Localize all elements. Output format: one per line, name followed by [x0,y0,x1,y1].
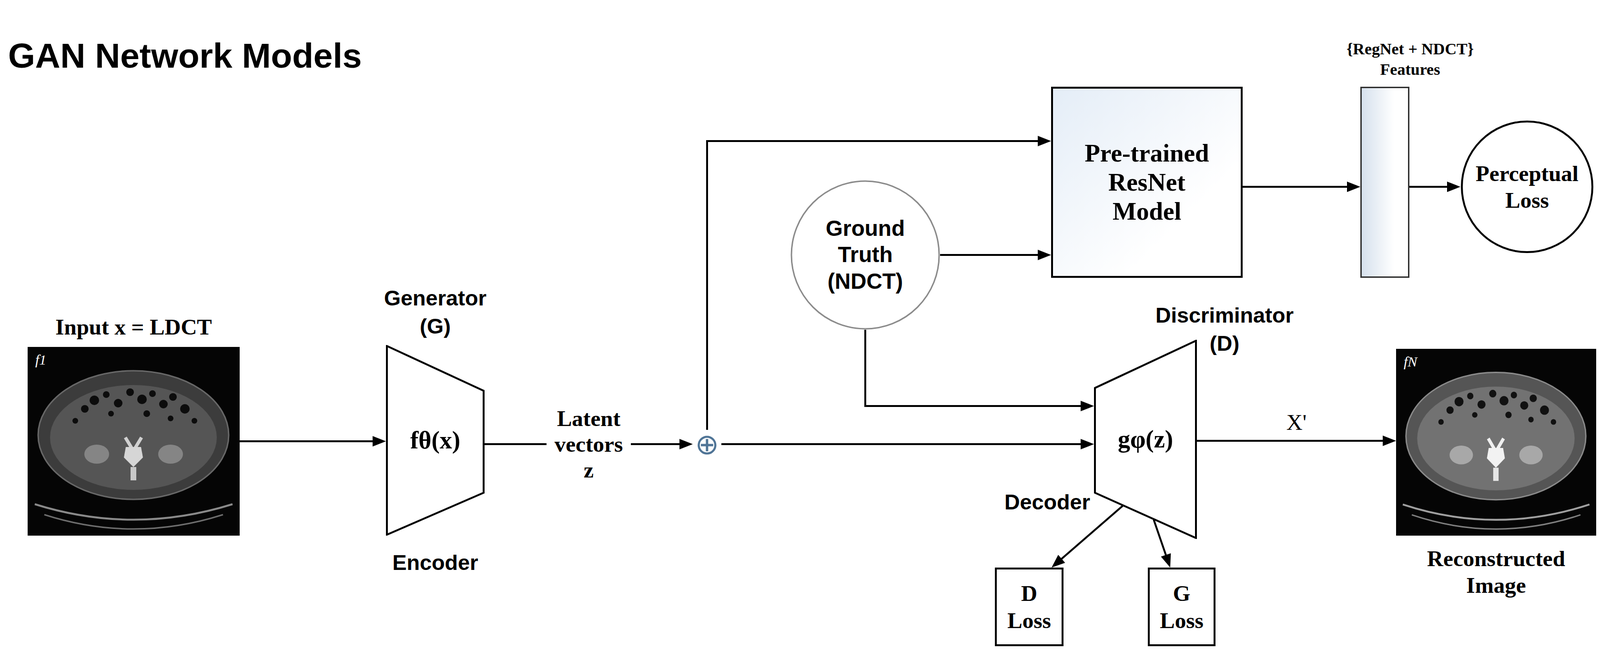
connector-line [721,443,1084,446]
connector [1409,181,1461,193]
connector-line [1196,439,1386,442]
arrowhead [1382,435,1397,446]
connector [1242,181,1361,193]
connector [940,249,1052,261]
discriminator-decoder: Discriminator (D)gφ(z)Decoder [1093,339,1197,539]
ground-truth-circle: Ground Truth (NDCT) [790,180,941,330]
arrowhead [1080,400,1094,412]
arrowhead [1037,249,1052,261]
connector-line [707,141,1041,430]
arrowhead [1037,135,1052,147]
generator-encoder: Generator (G)fθ(x)Encoder [385,344,485,536]
arrowhead [1051,554,1065,568]
circle [1461,121,1593,253]
reconstructed-scan [1396,348,1597,536]
arrowhead [372,435,386,447]
model-label: Pre-trained ResNet Model [1077,138,1216,226]
edge-label: Latent vectors z [546,404,631,484]
loss-label: Perceptual Loss [1469,160,1585,214]
connector [1153,519,1171,568]
reconstructed-image: fNReconstructed Image [1396,348,1597,536]
loss-box: G Loss [1147,567,1216,647]
arrowhead [1080,438,1094,450]
connector-line [1153,519,1167,558]
connector [1051,505,1124,568]
input-label: Input x = LDCT [43,313,225,341]
sum-symbol: ⊕ [695,429,719,459]
connector-line [1242,185,1350,188]
function-label: gφ(z) [1117,424,1174,455]
loss-label: G Loss [1155,579,1208,634]
trapezoid [386,345,484,535]
connector-line [865,329,1084,406]
connector [239,435,386,447]
block-subheading: Decoder [1004,488,1091,517]
connector [721,438,1094,450]
loss-label: D Loss [1002,579,1056,634]
output-label: Reconstructed Image [1400,545,1592,599]
node-outline [1460,120,1594,254]
signal-label: X' [1283,408,1310,436]
circle [791,181,940,329]
model-box: Pre-trained ResNet Model [1051,86,1243,278]
block-heading: Generator (G) [368,284,503,341]
ldct-scan [27,346,240,536]
arrowhead [679,438,693,450]
arrowhead [1160,553,1171,568]
loss-circle: Perceptual Loss [1460,120,1594,254]
block-heading: Discriminator (D) [1150,301,1299,358]
connector-line [1409,185,1450,188]
block-subheading: Encoder [364,548,507,578]
connector [1196,435,1397,446]
function-label: fθ(x) [410,425,461,456]
feature-heading: {RegNet + NDCT} Features [1338,39,1482,80]
ground-truth-label: Ground Truth (NDCT) [812,215,918,295]
connector-line [239,440,376,443]
frame-index: fN [1403,354,1418,369]
connector [865,329,1094,412]
feature-bar: {RegNet + NDCT} Features [1360,86,1410,278]
loss-box: D Loss [994,567,1064,647]
arrowhead [1346,181,1361,193]
frame-index: f1 [35,352,47,367]
arrowhead [1447,181,1461,193]
connector [707,135,1052,430]
sum-junction: ⊕ [692,429,722,459]
input-image: Input x = LDCTf1 [27,346,240,536]
connector-line [940,253,1041,256]
diagram-title: GAN Network Models [8,38,362,73]
trapezoid [1094,340,1196,538]
